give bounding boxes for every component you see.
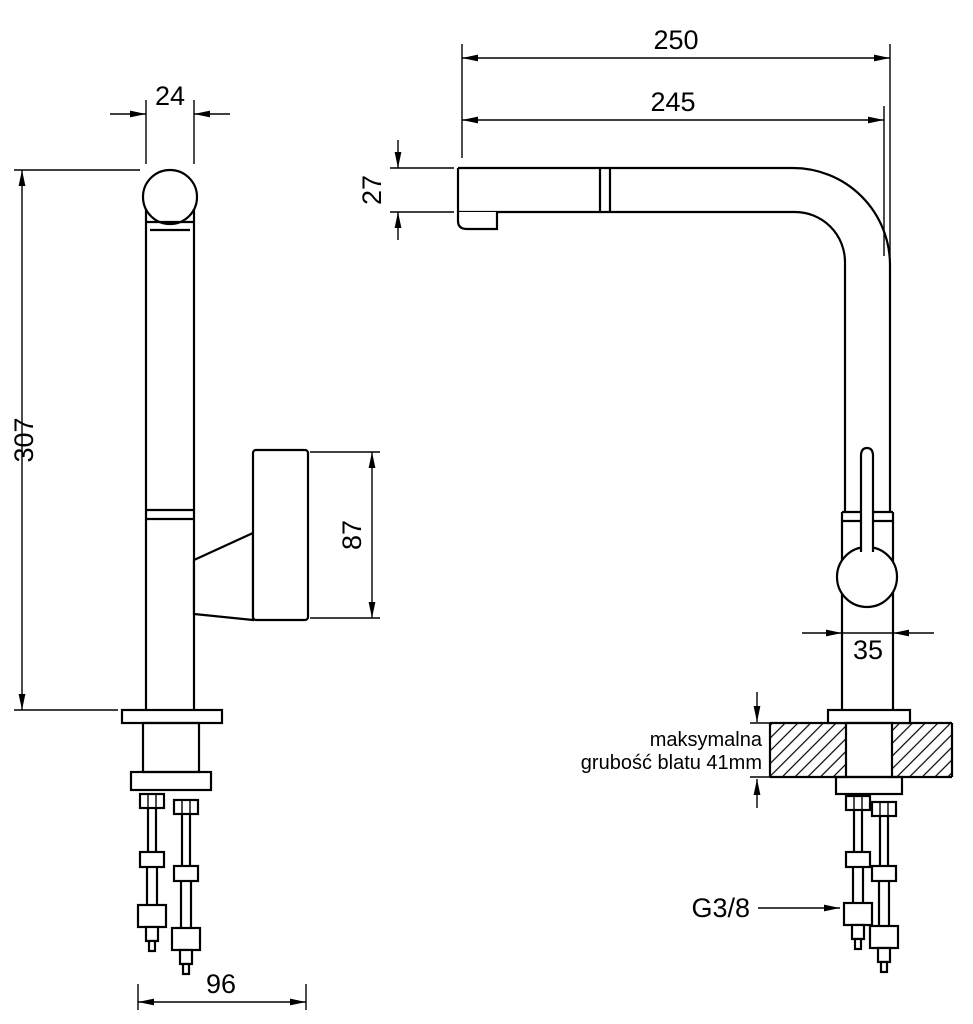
left-flange [120,708,224,725]
right-aerator [456,212,499,231]
dimension-spout-width: 24 [110,81,230,164]
right-hose-fitting-b [868,924,900,950]
dimension-total-height: 307 [9,169,140,711]
right-mounting-nut [834,775,904,796]
dimension-overall-reach: 250 [461,25,891,256]
right-handle-ball [835,545,899,609]
countertop-section: maksymalna grubość blatu 41mm [581,692,954,808]
right-mounting-hardware [842,794,900,974]
dimension-body-width: 35 [802,629,934,665]
countertop-note-line2: grubość blatu 41mm [581,752,762,774]
right-handle-lever [859,446,875,552]
dim-label-24: 24 [155,81,185,111]
left-mounting-nut [129,770,213,792]
right-thread-shank [844,721,894,779]
left-faucet-outline [141,168,310,710]
right-faucet-outline [456,166,899,710]
dimension-spout-height: 27 [357,140,454,240]
dim-label-307: 307 [9,417,39,462]
right-view: 250 245 27 35 [357,25,954,974]
dim-label-96: 96 [206,969,236,999]
left-view: 24 307 87 96 [9,81,380,1010]
countertop-note-line1: maksymalna [650,729,763,751]
countertop-hatch-right [892,723,952,777]
left-hose-fitting-b [170,926,202,952]
dim-label-27: 27 [357,175,387,205]
left-mounting-hardware [120,708,224,976]
left-thread-shank [141,721,201,774]
left-spout-cap [141,168,199,226]
dimension-spout-reach: 245 [462,87,885,256]
left-handle-blade [251,448,310,622]
left-hose-fitting-a [136,903,168,929]
countertop-hatch-left [770,723,846,777]
right-hose-fitting-a [842,901,874,927]
right-flange [826,708,912,725]
dim-label-87: 87 [337,520,367,550]
dim-label-245: 245 [650,87,695,117]
thread-label: G3/8 [691,893,750,923]
dimension-base-depth: 96 [137,969,307,1010]
left-handle-cone [192,531,255,622]
dimension-handle-length: 87 [310,451,380,619]
thread-callout: G3/8 [691,893,840,923]
dim-label-250: 250 [653,25,698,55]
dim-label-35: 35 [853,635,883,665]
